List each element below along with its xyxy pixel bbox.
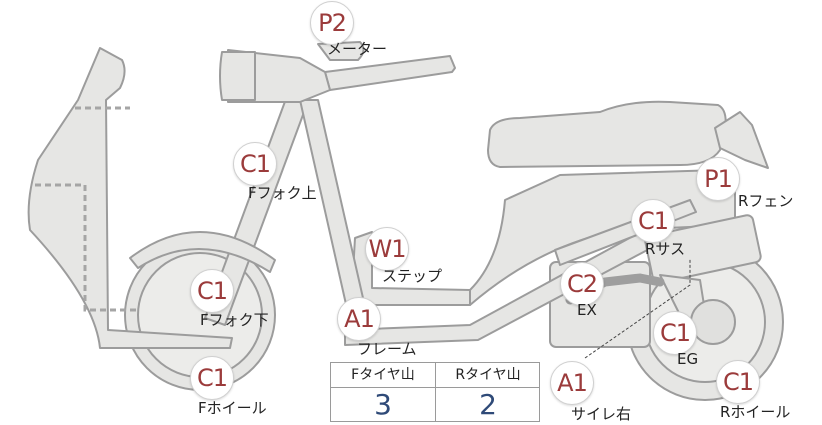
leg-shield-dash-b bbox=[35, 183, 140, 312]
down-tube bbox=[299, 99, 369, 323]
meter-marker[interactable]: P2 bbox=[310, 1, 354, 45]
table-divider bbox=[435, 363, 436, 421]
fork-lower-marker[interactable]: C1 bbox=[190, 269, 234, 313]
rear-wheel-marker[interactable]: C1 bbox=[716, 360, 760, 404]
exhaust-marker[interactable]: C2 bbox=[560, 262, 604, 306]
fork-upper-label: Fフォク上 bbox=[248, 184, 317, 202]
front-fender bbox=[129, 231, 276, 273]
rear-suspension bbox=[644, 214, 762, 284]
rear-fender-label: Rフェン bbox=[738, 192, 794, 210]
muffler-right-label: サイレ右 bbox=[571, 405, 632, 423]
engine-label: EG bbox=[677, 350, 699, 368]
front-wheel-label: Fホイール bbox=[198, 399, 267, 417]
rear-tire-header: Rタイヤ山 bbox=[436, 363, 540, 388]
fork-lower-label: Fフォク下 bbox=[200, 311, 269, 329]
leg-shield bbox=[27, 47, 233, 349]
rear-suspension-marker[interactable]: C1 bbox=[631, 199, 675, 243]
meter-label: メーター bbox=[327, 40, 388, 58]
handlebar bbox=[324, 55, 456, 91]
engine-hub bbox=[690, 299, 736, 345]
headlight-lens bbox=[219, 51, 256, 101]
front-wheel-marker[interactable]: C1 bbox=[190, 356, 234, 400]
rear-fender-tail bbox=[714, 111, 769, 169]
front-tire-value[interactable]: 3 bbox=[374, 388, 392, 421]
muffler-right-marker[interactable]: A1 bbox=[550, 361, 594, 405]
exhaust-label: EX bbox=[577, 301, 597, 319]
fork-upper-marker[interactable]: C1 bbox=[233, 142, 277, 186]
rear-wheel-label: Rホイール bbox=[720, 403, 791, 421]
muffler-leader bbox=[584, 258, 691, 359]
frame-label: フレーム bbox=[357, 340, 417, 358]
step-label: ステップ bbox=[382, 267, 443, 285]
step-marker[interactable]: W1 bbox=[365, 227, 409, 271]
frame-marker[interactable]: A1 bbox=[337, 297, 381, 341]
front-tire-header: Fタイヤ山 bbox=[331, 363, 435, 388]
rear-suspension-label: Rサス bbox=[645, 240, 686, 258]
engine-marker[interactable]: C1 bbox=[653, 311, 697, 355]
seat bbox=[487, 100, 727, 168]
meter-pod bbox=[317, 41, 365, 61]
tire-tread-table: Fタイヤ山 Rタイヤ山 3 2 bbox=[330, 362, 540, 422]
rear-tire-value[interactable]: 2 bbox=[479, 388, 497, 421]
rear-fender-marker[interactable]: P1 bbox=[696, 157, 740, 201]
body-cowl bbox=[469, 169, 736, 306]
